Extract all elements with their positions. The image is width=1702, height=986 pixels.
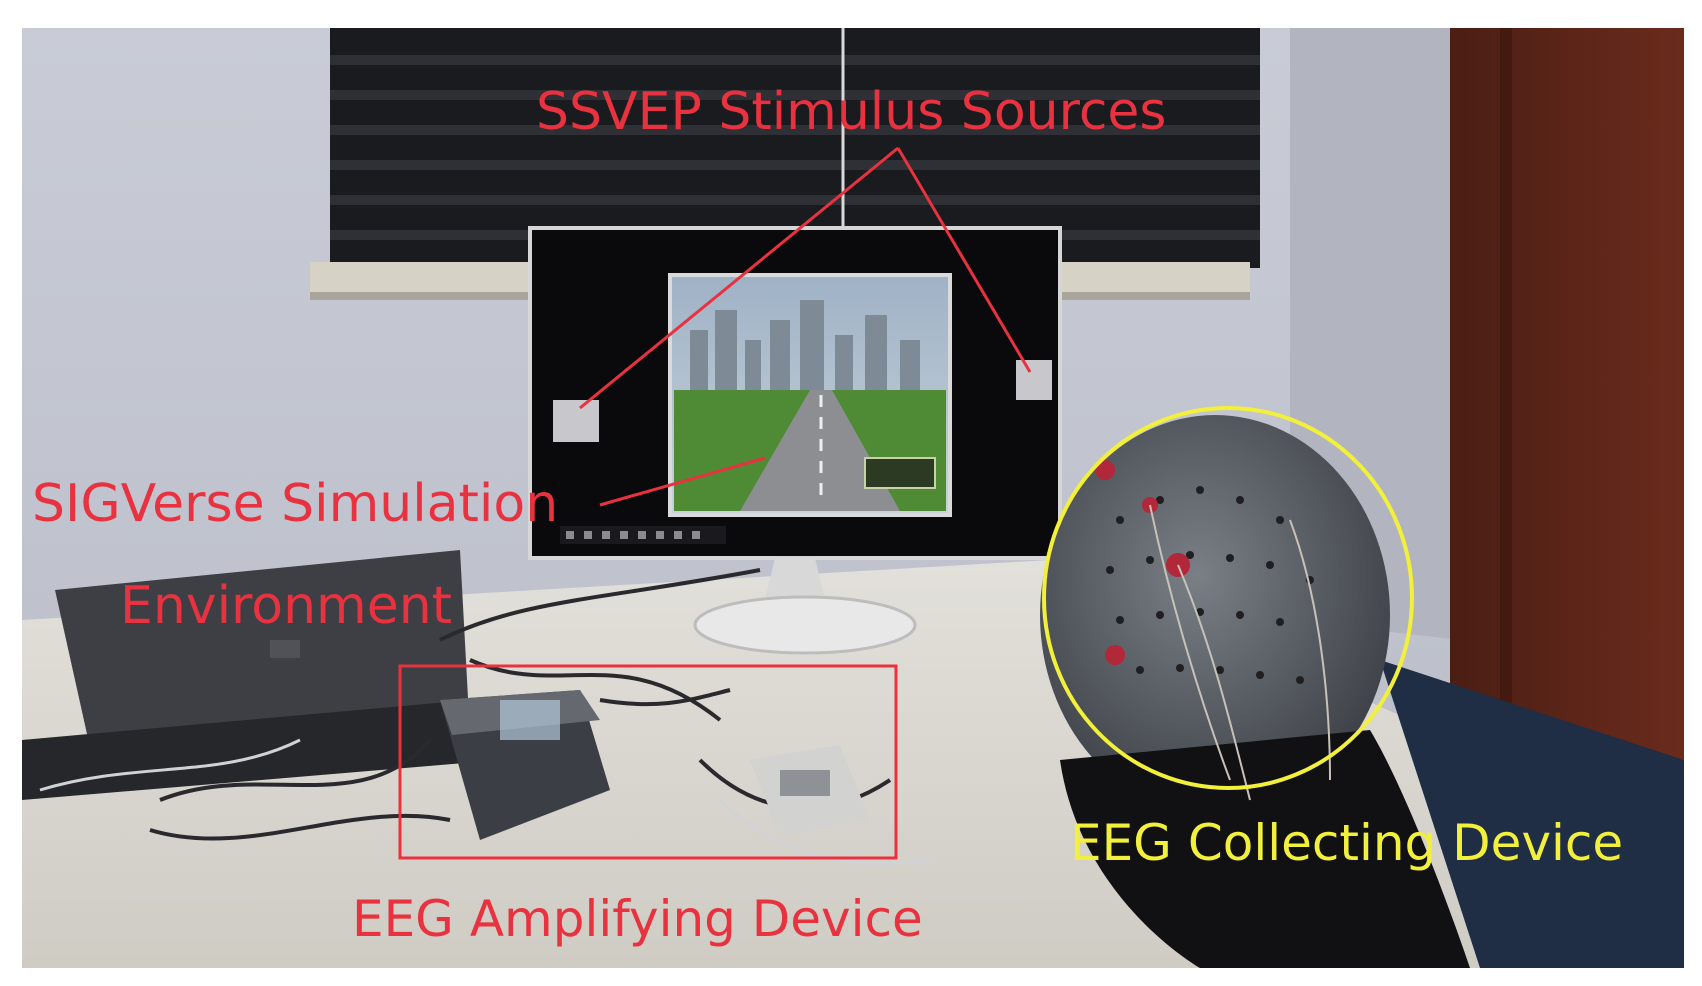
stimulus-square-left [553, 400, 599, 442]
amplifier-highlight-box [398, 664, 898, 860]
ssvep-pointer-right [896, 147, 1032, 373]
ssvep-pointer-left [579, 146, 899, 410]
amplifier-box [440, 690, 870, 840]
ssvep-label: SSVEP Stimulus Sources [536, 82, 1167, 142]
photo [22, 28, 1684, 968]
sigverse-label-line2: Environment [120, 576, 453, 636]
collector-label: EEG Collecting Device [1070, 814, 1624, 872]
stimulus-square-right [1016, 360, 1052, 400]
sigverse-pointer [599, 456, 766, 507]
monitor [528, 226, 1062, 655]
annotations [398, 146, 1414, 860]
laptop [22, 550, 500, 800]
amplifier-label: EEG Amplifying Device [352, 890, 923, 948]
eeg-cap-highlight-circle [1042, 406, 1414, 790]
door [1450, 28, 1684, 760]
sigverse-label-line1: SIGVerse Simulation [32, 474, 559, 534]
simulation-view [668, 273, 952, 517]
eeg-cap-head [1040, 415, 1470, 968]
